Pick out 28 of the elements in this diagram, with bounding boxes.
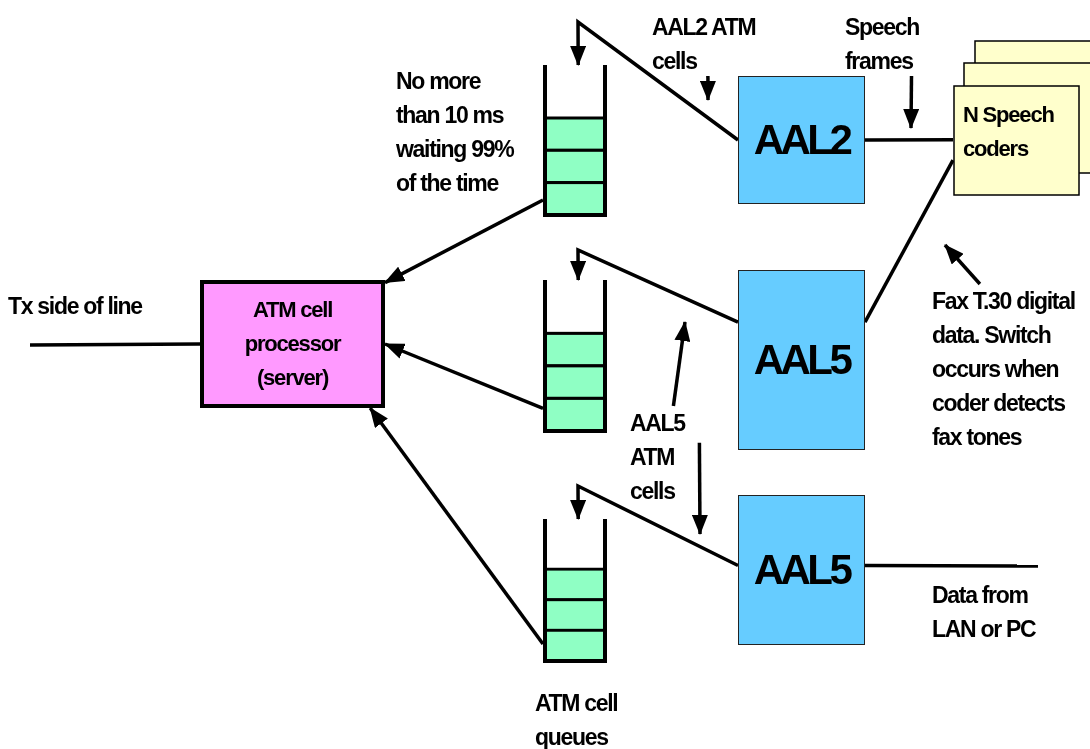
arrow <box>570 483 739 568</box>
arrow <box>384 342 544 411</box>
annotation-text: Fax T.30 digital data. Switch occurs when coder detects fax tones <box>932 284 1077 474</box>
leader-arrow <box>691 442 708 535</box>
leader-arrow <box>699 76 716 101</box>
adaptation-layer-box: AAL5 <box>738 495 865 645</box>
leader-arrow <box>943 243 982 286</box>
label-text: Data from LAN or PC <box>932 581 1037 644</box>
leader-arrow <box>671 321 691 407</box>
label-text: Tx side of line <box>8 292 144 321</box>
connector-line <box>865 563 1038 568</box>
connector-line <box>30 342 200 347</box>
adaptation-layer-box: AAL5 <box>738 270 865 450</box>
arrow <box>384 198 544 285</box>
coder-label: N Speech coders <box>963 101 1055 163</box>
arrow <box>368 406 545 646</box>
connector-line <box>863 159 955 324</box>
annotation-text: No more than 10 ms waiting 99% of the time <box>396 67 515 198</box>
processor-box: ATM cell processor (server) <box>200 280 385 408</box>
annotation-text: AAL5 ATM cells <box>630 406 692 508</box>
adaptation-layer-box: AAL2 <box>738 76 865 204</box>
leader-arrow <box>903 76 920 129</box>
arrow <box>570 247 739 324</box>
connector-line <box>865 138 953 142</box>
label-text: ATM cell queues <box>535 689 619 749</box>
annotation-text: AAL2 ATM cells <box>652 10 782 76</box>
arrow <box>570 18 740 142</box>
annotation-text: Speech frames <box>845 10 940 76</box>
